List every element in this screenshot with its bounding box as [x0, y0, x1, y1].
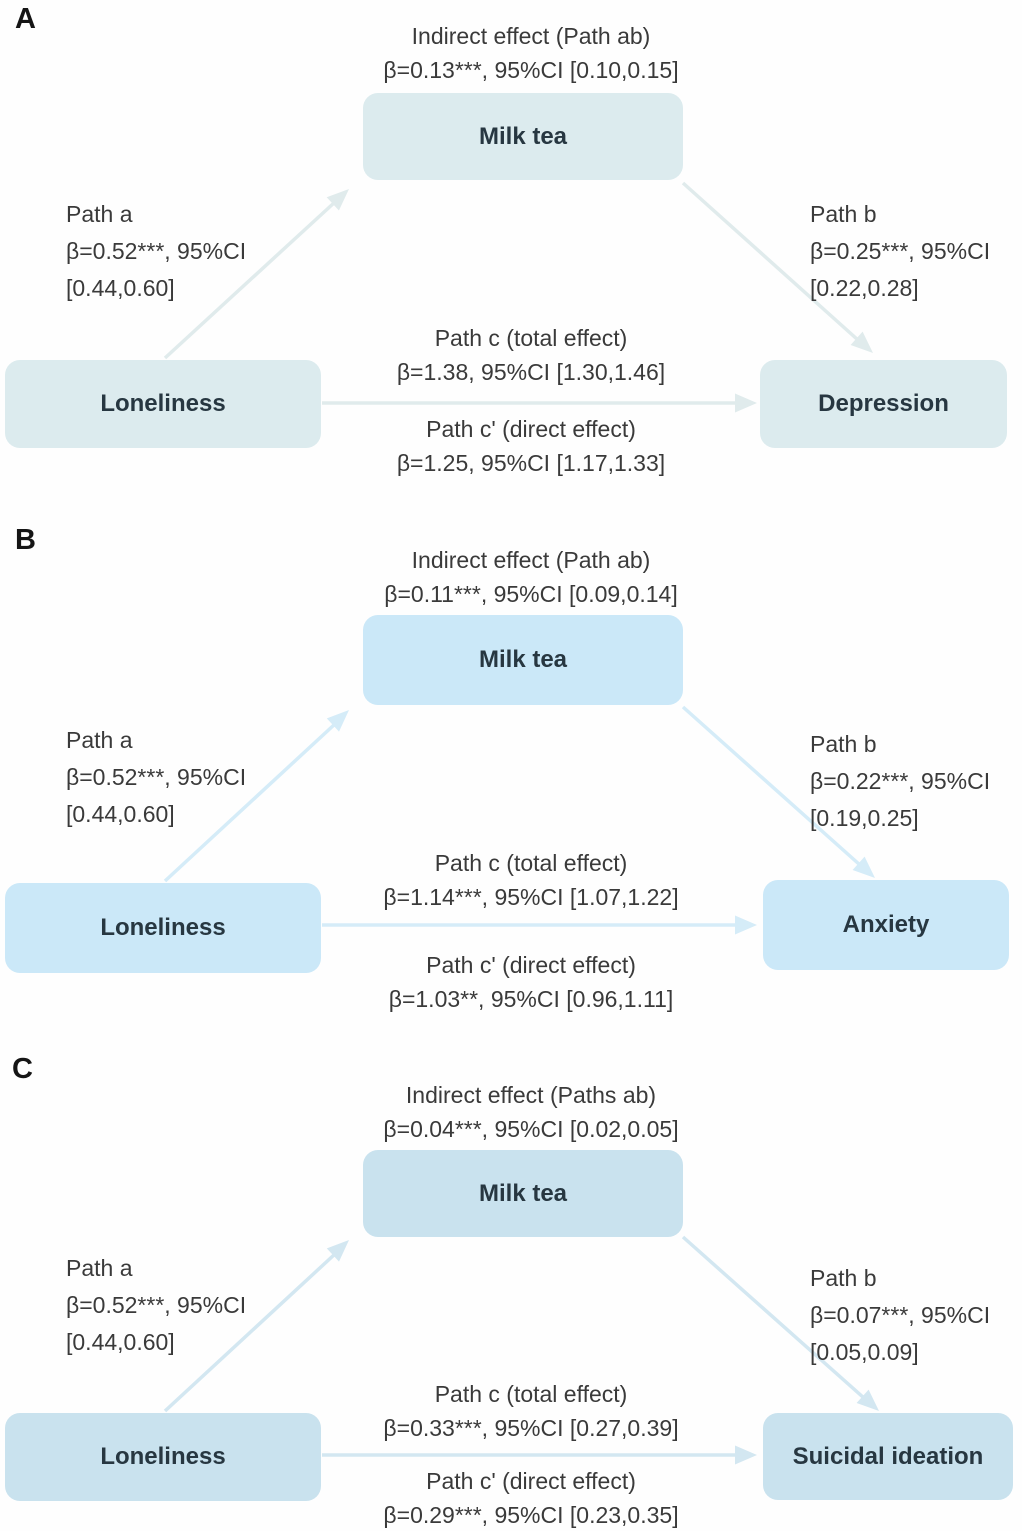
- path-c-prime-title: Path c' (direct effect): [426, 1468, 636, 1494]
- path-a-arrow: [163, 189, 349, 360]
- indirect-effect-caption: Indirect effect (Path ab) β=0.13***, 95%…: [211, 19, 851, 87]
- predictor-box: Loneliness: [5, 1413, 321, 1501]
- outcome-label: Depression: [818, 390, 949, 417]
- panel-letter: B: [15, 524, 37, 556]
- path-c-prime-beta: β=1.25, 95%CI [1.17,1.33]: [396, 450, 666, 476]
- path-a-title: Path a: [66, 1255, 133, 1281]
- path-a-beta: β=0.52***, 95%CI: [66, 238, 247, 264]
- path-a-title: Path a: [66, 201, 133, 227]
- indirect-effect-estimate: β=0.13***, 95%CI [0.10,0.15]: [383, 57, 679, 83]
- path-c-arrow: [322, 1445, 757, 1465]
- path-c-caption: Path c (total effect) β=1.38, 95%CI [1.3…: [261, 321, 801, 389]
- path-a-beta: β=0.52***, 95%CI: [66, 1292, 247, 1318]
- indirect-effect-title: Indirect effect (Path ab): [411, 23, 651, 49]
- path-c-beta: β=0.33***, 95%CI [0.27,0.39]: [383, 1415, 679, 1441]
- path-c-title: Path c (total effect): [434, 325, 628, 351]
- path-b-title: Path b: [810, 201, 877, 227]
- outcome-box: Anxiety: [763, 880, 1009, 970]
- path-c-beta: β=1.38, 95%CI [1.30,1.46]: [396, 359, 666, 385]
- path-c-beta: β=1.14***, 95%CI [1.07,1.22]: [383, 884, 679, 910]
- mediator-box: Milk tea: [363, 93, 683, 180]
- path-b-ci: [0.19,0.25]: [810, 805, 919, 831]
- path-c-title: Path c (total effect): [434, 1381, 628, 1407]
- panel-a-arrows-layer: [163, 181, 873, 413]
- predictor-box: Loneliness: [5, 360, 321, 448]
- outcome-label: Anxiety: [842, 911, 930, 938]
- path-c-prime-caption: Path c' (direct effect) β=1.03**, 95%CI …: [261, 948, 801, 1016]
- panel-c: C Indirect effect (Paths ab) β=0.04***, …: [0, 1040, 1022, 1531]
- path-b-title: Path b: [810, 731, 877, 757]
- path-a-caption: Path a β=0.52***, 95%CI [0.44,0.60]: [66, 1250, 246, 1361]
- path-b-beta: β=0.22***, 95%CI: [810, 768, 991, 794]
- path-c-prime-caption: Path c' (direct effect) β=0.29***, 95%CI…: [261, 1464, 801, 1531]
- path-b-title: Path b: [810, 1265, 877, 1291]
- outcome-box: Depression: [760, 360, 1007, 448]
- indirect-effect-estimate: β=0.11***, 95%CI [0.09,0.14]: [384, 581, 678, 607]
- path-a-arrow: [163, 1240, 349, 1413]
- panel-c-arrows-layer: [163, 1235, 879, 1465]
- path-c-prime-title: Path c' (direct effect): [426, 416, 636, 442]
- path-c-title: Path c (total effect): [434, 850, 628, 876]
- mediator-label: Milk tea: [478, 1179, 568, 1207]
- path-b-caption: Path b β=0.25***, 95%CI [0.22,0.28]: [810, 196, 990, 307]
- indirect-effect-title: Indirect effect (Path ab): [411, 547, 651, 573]
- path-a-beta: β=0.52***, 95%CI: [66, 764, 247, 790]
- path-c-prime-beta: β=0.29***, 95%CI [0.23,0.35]: [383, 1502, 679, 1528]
- panel-b-arrows-layer: [163, 705, 875, 935]
- path-b-arrow: [681, 181, 873, 353]
- predictor-label: Loneliness: [100, 914, 226, 941]
- path-b-arrow: [681, 705, 875, 878]
- predictor-label: Loneliness: [100, 1443, 226, 1470]
- mediator-label: Milk tea: [478, 122, 568, 150]
- path-c-prime-beta: β=1.03**, 95%CI [0.96,1.11]: [388, 986, 674, 1012]
- path-b-ci: [0.05,0.09]: [810, 1339, 919, 1365]
- path-c-caption: Path c (total effect) β=0.33***, 95%CI […: [261, 1377, 801, 1445]
- path-b-ci: [0.22,0.28]: [810, 275, 919, 301]
- path-b-caption: Path b β=0.07***, 95%CI [0.05,0.09]: [810, 1260, 990, 1371]
- path-a-title: Path a: [66, 727, 133, 753]
- predictor-label: Loneliness: [100, 390, 226, 417]
- indirect-effect-caption: Indirect effect (Path ab) β=0.11***, 95%…: [211, 543, 851, 611]
- path-a-ci: [0.44,0.60]: [66, 1329, 175, 1355]
- path-a-arrow: [163, 710, 349, 883]
- mediator-label: Milk tea: [478, 646, 568, 673]
- outcome-box: Suicidal ideation: [763, 1413, 1013, 1500]
- path-b-arrow: [681, 1235, 879, 1411]
- indirect-effect-caption: Indirect effect (Paths ab) β=0.04***, 95…: [211, 1078, 851, 1146]
- mediator-box: Milk tea: [363, 615, 683, 705]
- panel-letter: C: [12, 1053, 34, 1085]
- indirect-effect-estimate: β=0.04***, 95%CI [0.02,0.05]: [383, 1116, 679, 1142]
- panel-a: A Indirect effect (Path ab) β=0.13***, 9…: [0, 0, 1022, 510]
- path-a-ci: [0.44,0.60]: [66, 275, 175, 301]
- indirect-effect-title: Indirect effect (Paths ab): [405, 1082, 657, 1108]
- path-c-arrow: [322, 393, 757, 413]
- path-c-arrow: [322, 915, 757, 935]
- path-c-prime-caption: Path c' (direct effect) β=1.25, 95%CI [1…: [261, 412, 801, 480]
- path-a-caption: Path a β=0.52***, 95%CI [0.44,0.60]: [66, 722, 246, 833]
- path-c-prime-title: Path c' (direct effect): [426, 952, 636, 978]
- path-b-beta: β=0.25***, 95%CI: [810, 238, 991, 264]
- path-c-caption: Path c (total effect) β=1.14***, 95%CI […: [261, 846, 801, 914]
- path-b-beta: β=0.07***, 95%CI: [810, 1302, 991, 1328]
- mediator-box: Milk tea: [363, 1150, 683, 1237]
- panel-b: B Indirect effect (Path ab) β=0.11***, 9…: [0, 510, 1022, 1040]
- path-a-caption: Path a β=0.52***, 95%CI [0.44,0.60]: [66, 196, 246, 307]
- panel-letter: A: [15, 3, 37, 35]
- path-b-caption: Path b β=0.22***, 95%CI [0.19,0.25]: [810, 726, 990, 837]
- path-a-ci: [0.44,0.60]: [66, 801, 175, 827]
- outcome-label: Suicidal ideation: [792, 1442, 984, 1470]
- predictor-box: Loneliness: [5, 883, 321, 973]
